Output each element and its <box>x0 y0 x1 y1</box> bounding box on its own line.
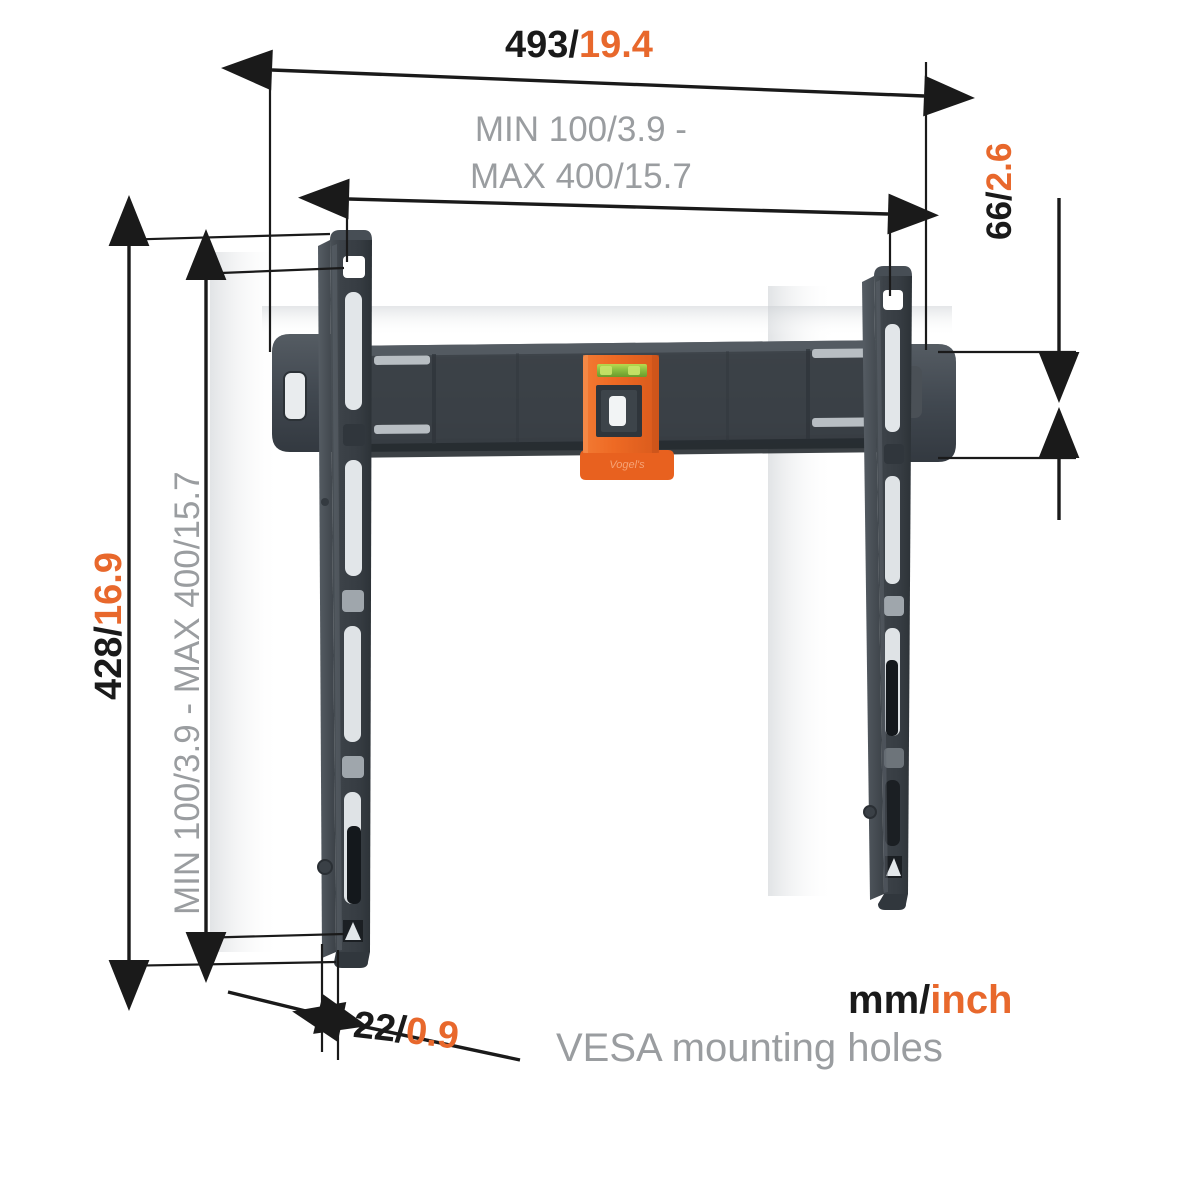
dimension-label-overall-height: 428/16.9 <box>88 552 131 700</box>
plate-height-separator: / <box>980 191 1019 202</box>
depth-mm: 22 <box>351 1004 399 1051</box>
strut-left <box>317 230 372 968</box>
overall-height-mm: 428 <box>88 636 130 700</box>
overall-width-mm: 493 <box>505 24 569 66</box>
wall-plate <box>272 334 956 462</box>
svg-text:Vogel's: Vogel's <box>609 459 645 471</box>
vesa-holes-legend: VESA mounting holes <box>556 1026 943 1070</box>
plate-height-mm: 66 <box>980 201 1019 240</box>
dimension-label-overall-width: 493/19.4 <box>505 24 653 67</box>
depth-inch: 0.9 <box>403 1009 461 1058</box>
overall-height-separator: / <box>88 626 130 637</box>
center-level-block: Vogel's <box>580 355 674 480</box>
units-inch-label: inch <box>930 978 1013 1022</box>
plate-height-inch: 2.6 <box>980 142 1019 192</box>
dimension-label-vesa-height: MIN 100/3.9 - MAX 400/15.7 <box>168 471 207 915</box>
dimension-label-plate-height: 66/2.6 <box>980 143 1020 240</box>
overall-width-inch: 19.4 <box>578 24 653 66</box>
strut-right <box>862 266 912 910</box>
units-separator: / <box>919 978 931 1022</box>
units-mm-label: mm <box>848 978 920 1022</box>
units-legend: mm/inch <box>848 978 1013 1023</box>
overall-height-inch: 16.9 <box>88 552 130 627</box>
dimension-label-vesa-width: MIN 100/3.9 - MAX 400/15.7 <box>470 106 692 200</box>
vesa-width-line-2: MAX 400/15.7 <box>470 157 692 196</box>
overall-width-separator: / <box>568 24 579 66</box>
vesa-width-line-1: MIN 100/3.9 - <box>474 110 687 149</box>
